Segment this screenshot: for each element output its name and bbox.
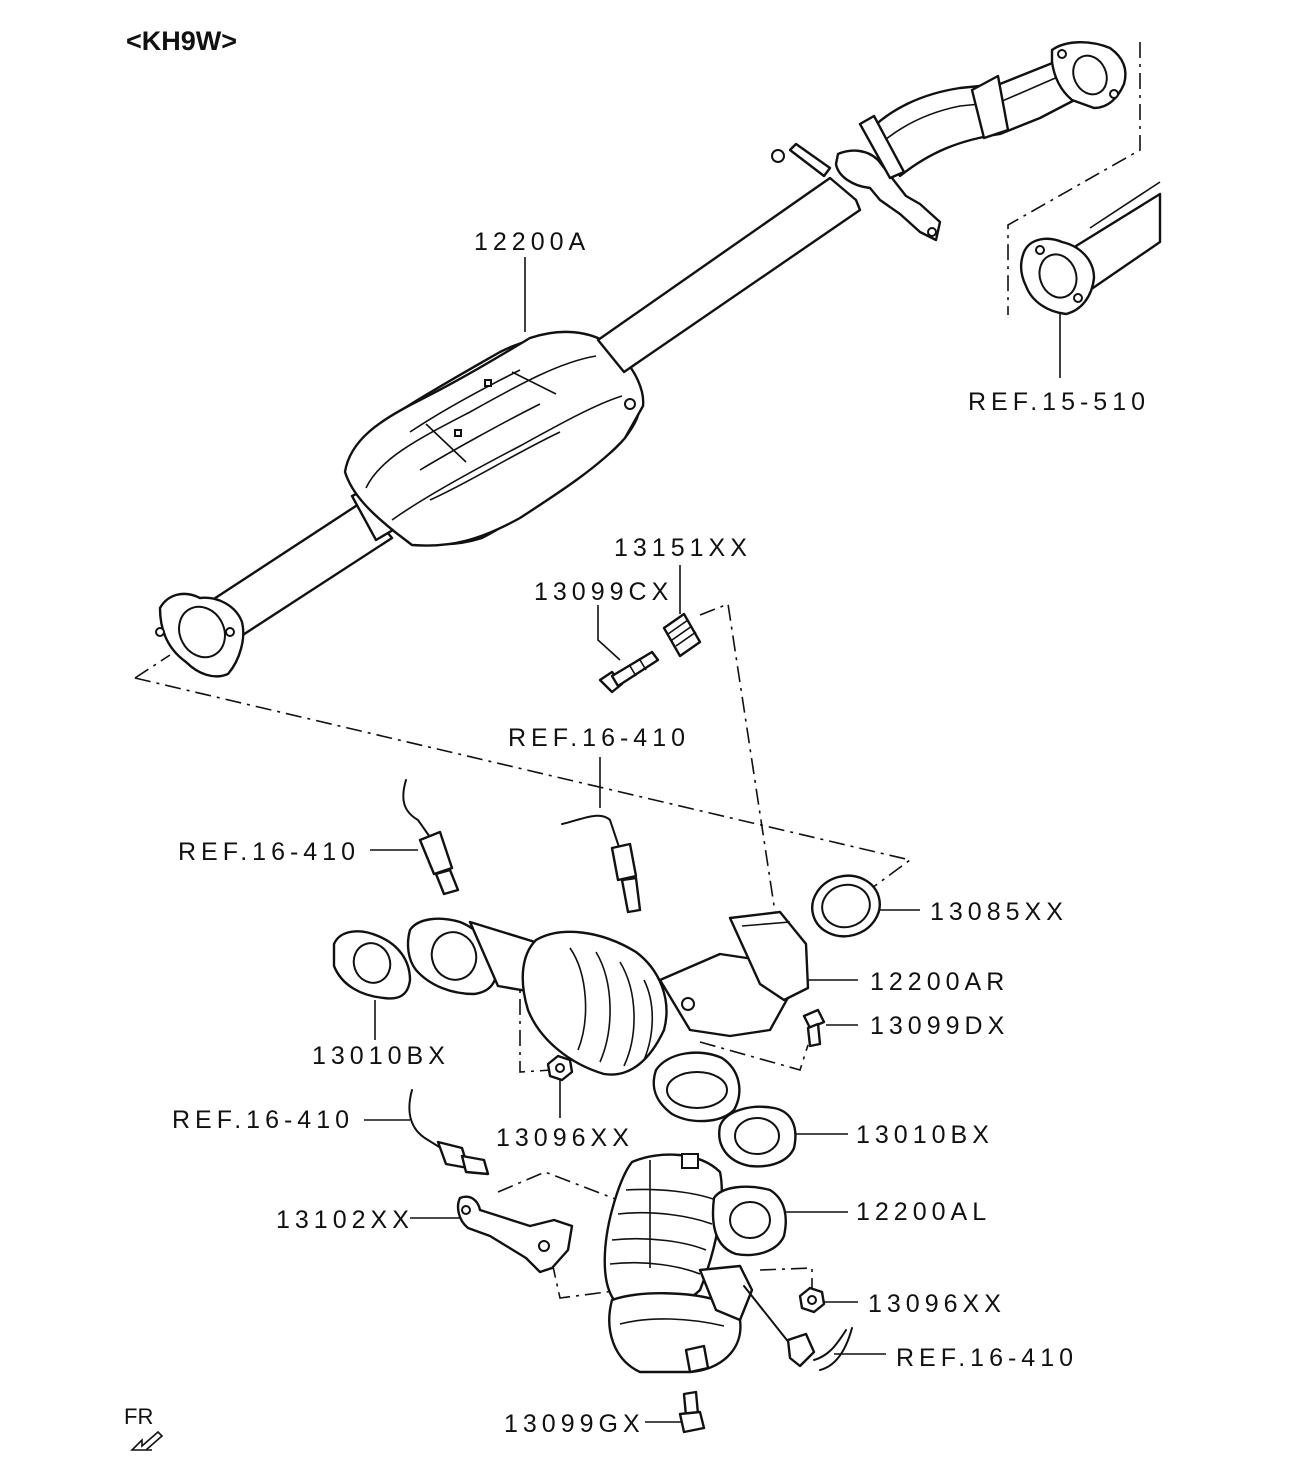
- label-ref-16-410-left: REF.16-410: [178, 838, 360, 866]
- oxygen-sensor-left: [370, 779, 460, 896]
- bolt-13099dx: [802, 1008, 858, 1048]
- label-13085xx: 13085XX: [930, 898, 1068, 926]
- label-13151xx: 13151XX: [614, 534, 752, 562]
- stud-13151: [662, 565, 702, 658]
- label-13099gx: 13099GX: [504, 1410, 645, 1438]
- diagram-title: <KH9W>: [126, 26, 237, 56]
- bolt-13099gx: [645, 1390, 706, 1434]
- gasket-right: [718, 1105, 848, 1168]
- rear-pipe-with-catalyst: [155, 41, 1127, 678]
- front-catalyst-left: [603, 1153, 848, 1374]
- label-ref-16-410-lower-left: REF.16-410: [172, 1106, 354, 1134]
- label-13099cx: 13099CX: [534, 578, 673, 606]
- label-ref-15-510: REF.15-510: [968, 388, 1150, 416]
- label-ref-16-410-top: REF.16-410: [508, 724, 690, 752]
- nut-upper: [546, 1054, 574, 1118]
- bracket-13102: [410, 1195, 574, 1274]
- label-12200al: 12200AL: [856, 1198, 991, 1226]
- label-13010bx-right: 13010BX: [856, 1121, 994, 1149]
- connecting-pipe-flange: [1020, 181, 1162, 378]
- oxygen-sensor-top: [561, 757, 642, 914]
- bolt-13099cx: [597, 605, 660, 694]
- oxygen-sensor-lower-left: [364, 1089, 490, 1176]
- front-arrow-icon: [130, 1430, 164, 1451]
- gasket-left: [332, 930, 412, 1040]
- label-13102xx: 13102XX: [276, 1206, 414, 1234]
- front-catalyst-right: [406, 910, 858, 1123]
- assembly-dashed-lines: [134, 42, 1141, 1299]
- nut-lower: [798, 1286, 858, 1314]
- front-label: FR: [124, 1404, 153, 1429]
- label-13099dx: 13099DX: [870, 1012, 1009, 1040]
- label-13096xx-lower: 13096XX: [868, 1290, 1006, 1318]
- oxygen-sensor-lower-right: [743, 1285, 886, 1371]
- label-12200a: 12200A: [474, 228, 590, 256]
- label-12200ar: 12200AR: [870, 968, 1009, 996]
- seal-ring: [811, 874, 920, 938]
- part-labels: 12200A REF.15-510 13151XX 13099CX REF.16…: [172, 228, 1150, 1438]
- label-13096xx-upper: 13096XX: [496, 1124, 634, 1152]
- label-13010bx-left: 13010BX: [312, 1042, 450, 1070]
- label-ref-16-410-lower-right: REF.16-410: [896, 1344, 1078, 1372]
- front-direction-indicator: FR: [124, 1404, 164, 1451]
